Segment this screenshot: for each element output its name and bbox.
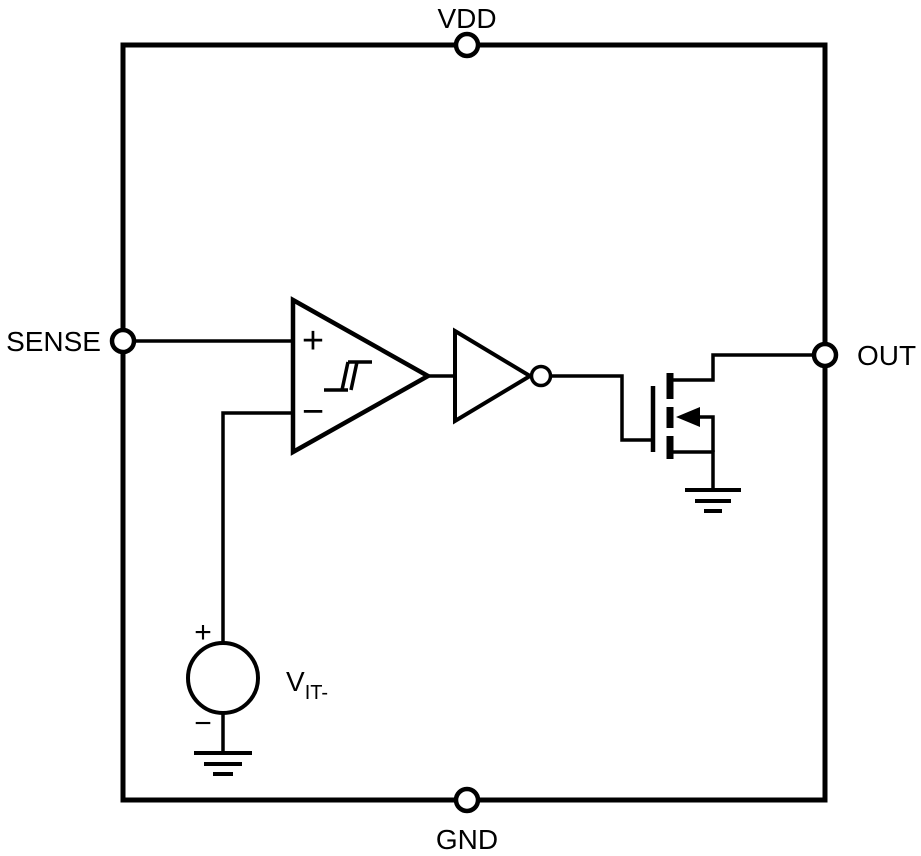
reference-ground-icon bbox=[194, 751, 252, 776]
hysteresis-icon bbox=[324, 360, 372, 392]
wires bbox=[134, 339, 814, 753]
source-positive-label: + bbox=[194, 616, 212, 649]
pin-terminals bbox=[109, 31, 839, 814]
reference-voltage-source: + − VIT- bbox=[186, 616, 328, 740]
vdd-pin-terminal bbox=[453, 31, 481, 59]
output-ground-icon bbox=[685, 488, 741, 513]
noninverting-input-label: + bbox=[302, 320, 324, 362]
inverter-bubble-icon bbox=[529, 364, 553, 388]
body-wire bbox=[700, 415, 715, 452]
sense-pin-terminal bbox=[109, 327, 137, 355]
voltage-source-circle bbox=[186, 641, 260, 715]
vdd-pin-label: VDD bbox=[437, 3, 496, 34]
gnd-pin-terminal bbox=[453, 786, 481, 814]
buffer-triangle bbox=[453, 327, 534, 425]
inverting-input-label: − bbox=[302, 391, 324, 433]
reference-to-inverting-input-wire bbox=[221, 411, 293, 643]
inverter-symbol bbox=[453, 327, 553, 425]
comparator-symbol: + − bbox=[290, 296, 433, 456]
reference-name-label: VIT- bbox=[286, 666, 328, 704]
reference-name-base: V bbox=[286, 666, 305, 697]
sense-pin-label: SENSE bbox=[6, 326, 101, 357]
source-negative-label: − bbox=[194, 707, 212, 740]
drain-to-out-wire bbox=[670, 353, 814, 382]
buffer-to-gate-wire bbox=[551, 374, 653, 442]
gnd-pin-label: GND bbox=[436, 824, 498, 855]
body-diode-arrow-icon bbox=[676, 407, 700, 427]
hysteresis-right-edge bbox=[349, 361, 359, 391]
out-pin-label: OUT bbox=[857, 340, 916, 371]
out-pin-terminal bbox=[811, 341, 839, 369]
nmos-transistor-symbol bbox=[650, 373, 700, 459]
source-to-ground-wire bbox=[670, 450, 715, 490]
hysteresis-left-edge bbox=[340, 361, 350, 391]
reference-name-subscript: IT- bbox=[305, 682, 328, 704]
comparator-triangle bbox=[290, 296, 433, 456]
